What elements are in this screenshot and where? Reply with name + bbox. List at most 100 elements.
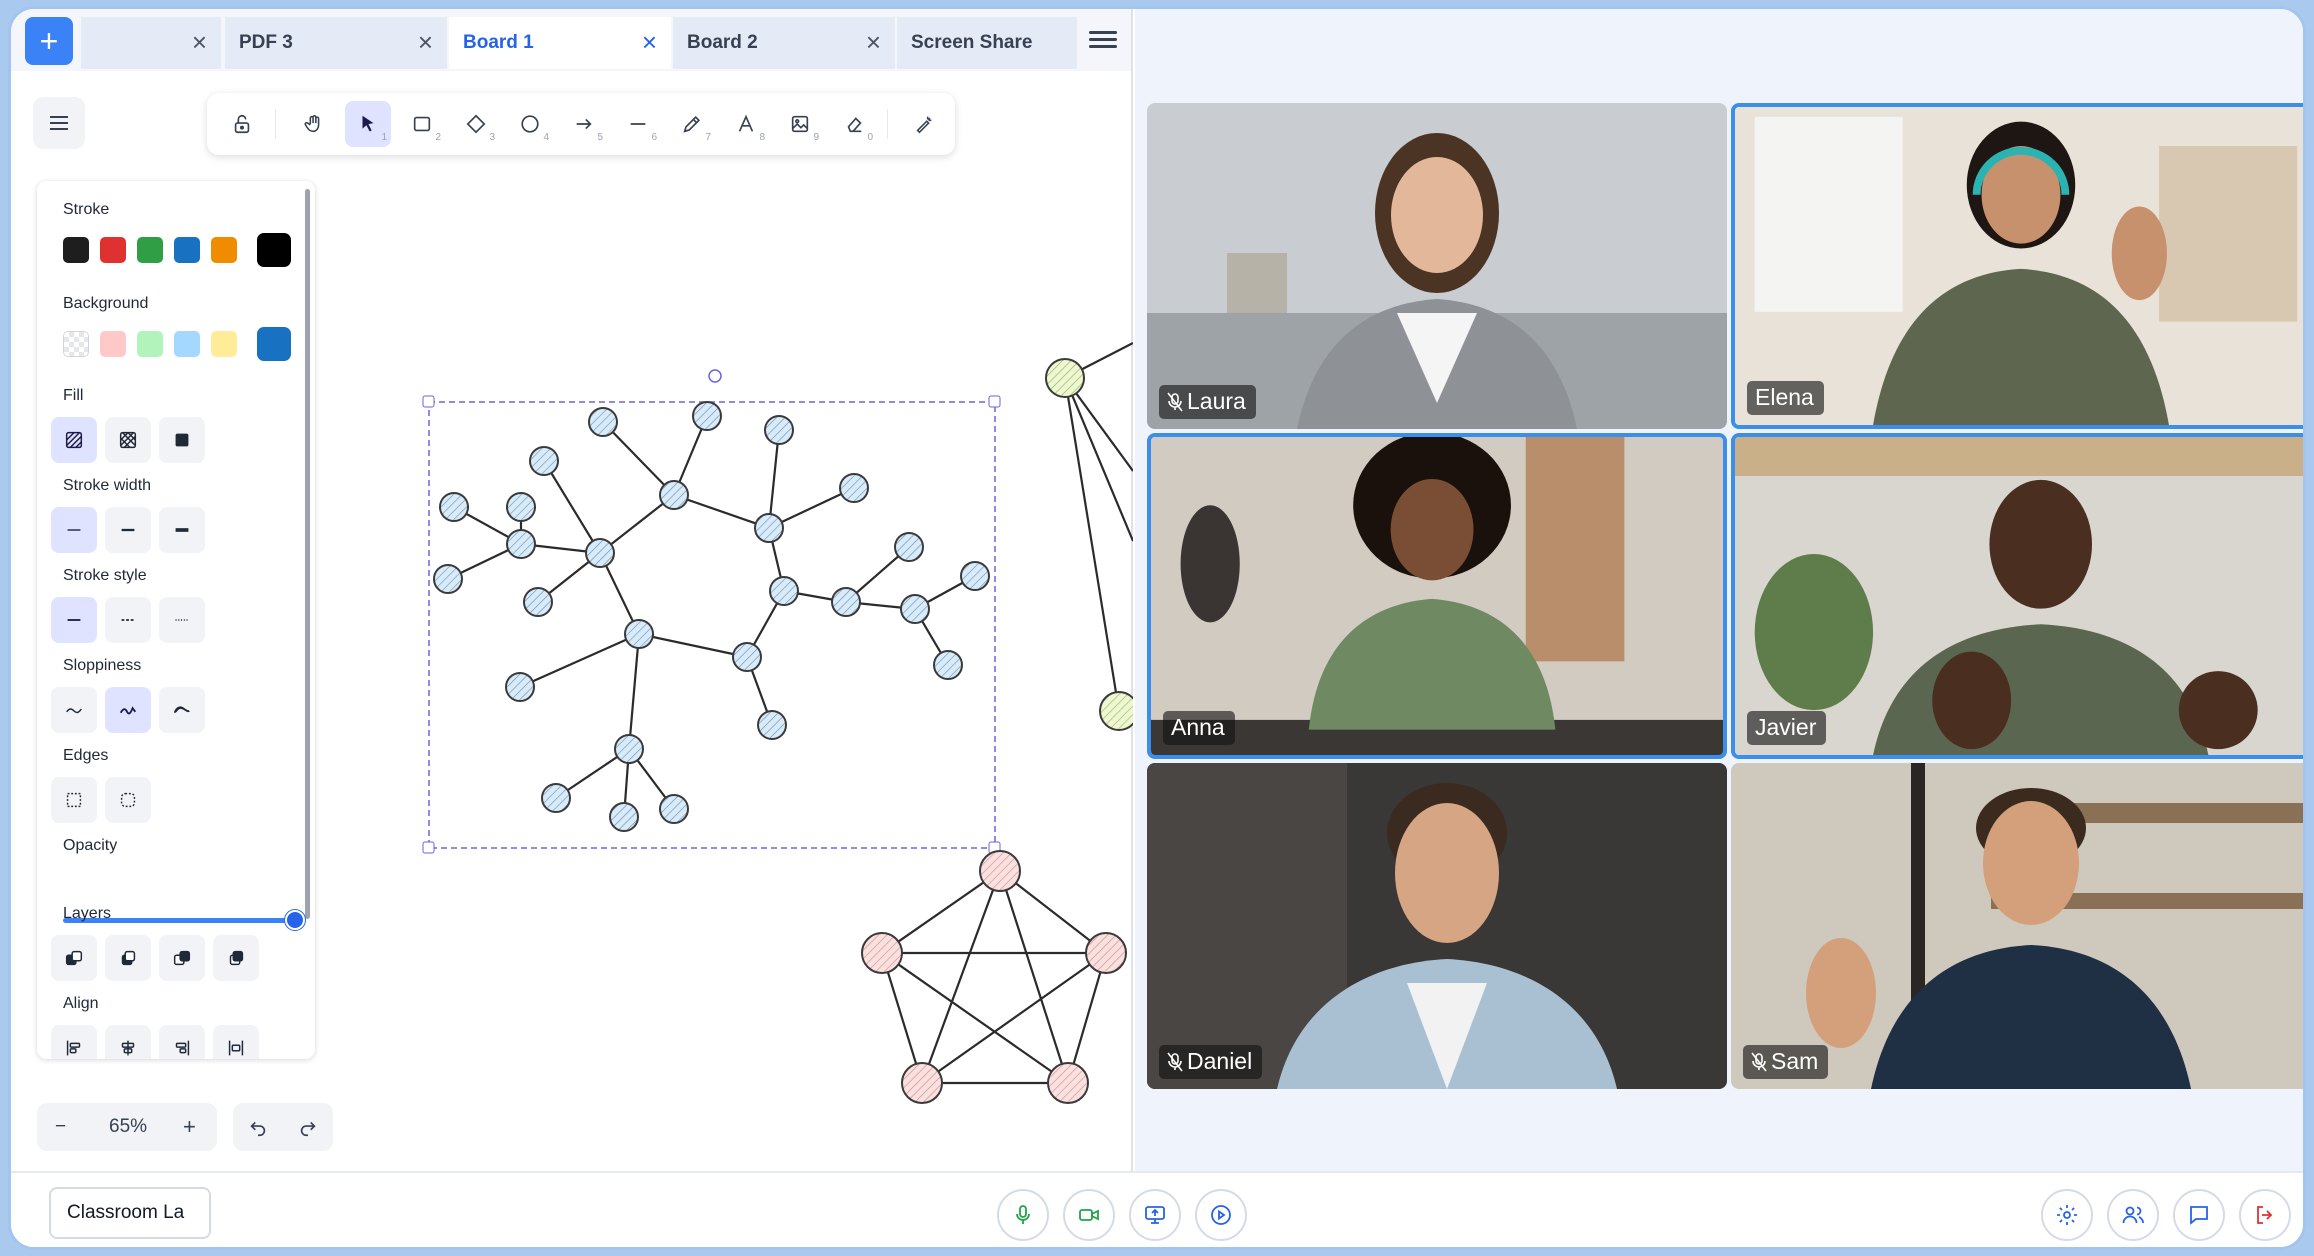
room-name: Classroom La (67, 1202, 185, 1223)
sloppiness-label: Sloppiness (63, 657, 142, 674)
opacity-slider[interactable] (63, 910, 305, 930)
camera-button[interactable] (1063, 1189, 1115, 1241)
video-tile-daniel[interactable]: Daniel (1147, 763, 1727, 1089)
tabs-menu-icon[interactable] (1089, 25, 1117, 53)
tab-screen-share[interactable]: Screen Share (897, 17, 1077, 69)
tab-pdf-3[interactable]: PDF 3 × (225, 17, 447, 69)
screen-share-button[interactable] (1129, 1189, 1181, 1241)
tab-board-1[interactable]: Board 1 × (449, 17, 671, 69)
bring-forward-button[interactable] (159, 935, 205, 981)
background-swatch[interactable] (174, 331, 200, 357)
align-center-button[interactable] (105, 1025, 151, 1059)
close-tab-icon[interactable]: × (417, 27, 433, 57)
send-backward-button[interactable] (105, 935, 151, 981)
bring-to-front-button[interactable] (213, 935, 259, 981)
line-icon[interactable]: 6 (630, 123, 657, 143)
stroke-swatch[interactable] (174, 237, 200, 263)
undo-icon[interactable] (247, 1116, 269, 1138)
selection-box[interactable] (422, 369, 1001, 854)
tab-label: PDF 3 (239, 32, 293, 53)
stroke-style-dotted-button[interactable] (159, 597, 205, 643)
edges-sharp-button[interactable] (51, 777, 97, 823)
close-tab-icon[interactable]: × (865, 27, 881, 57)
call-controls-bar: Classroom La (11, 1171, 2303, 1247)
distribute-horizontal-button[interactable] (213, 1025, 259, 1059)
background-swatch[interactable] (211, 331, 237, 357)
participants-button[interactable] (2107, 1189, 2159, 1241)
chat-button[interactable] (2173, 1189, 2225, 1241)
background-swatch[interactable] (63, 331, 89, 357)
pencil-icon[interactable]: 7 (669, 101, 715, 147)
fill-label: Fill (63, 387, 84, 404)
eraser-icon[interactable]: 0 (831, 101, 877, 147)
background-selected-swatch[interactable] (257, 327, 291, 361)
redo-icon[interactable] (297, 1116, 319, 1138)
microphone-button[interactable] (997, 1189, 1049, 1241)
stroke-swatch[interactable] (137, 237, 163, 263)
fill-hachure-button[interactable] (51, 417, 97, 463)
tab-bar: + × PDF 3 × Board 1 × Board 2 × Screen S… (11, 9, 1133, 71)
tab-untitled[interactable]: × (81, 17, 221, 69)
sloppiness-architect-button[interactable] (51, 687, 97, 733)
settings-button[interactable] (2041, 1189, 2093, 1241)
tab-label: Screen Share (911, 32, 1033, 53)
fill-solid-button[interactable] (159, 417, 205, 463)
sloppiness-artist-button[interactable] (105, 687, 151, 733)
participant-video (1735, 437, 2303, 755)
stroke-selected-swatch[interactable] (257, 233, 291, 267)
whiteboard[interactable]: 1 2 3 4 5 6 7 (11, 71, 1133, 1171)
room-name-field[interactable]: Classroom La (49, 1187, 211, 1239)
pentagon-graph-nodes[interactable] (861, 850, 1127, 1104)
align-left-button[interactable] (51, 1025, 97, 1059)
hand-icon[interactable] (291, 101, 337, 147)
stroke-swatch[interactable] (211, 237, 237, 263)
video-tile-elena[interactable]: Elena (1731, 103, 2303, 429)
leave-call-button[interactable] (2239, 1189, 2291, 1241)
close-tab-icon[interactable]: × (641, 27, 657, 57)
stroke-style-solid-button[interactable] (51, 597, 97, 643)
stroke-swatch[interactable] (63, 237, 89, 263)
rectangle-icon[interactable]: 2 (399, 101, 445, 147)
stroke-width-thin-button[interactable] (51, 507, 97, 553)
participant-name: Javier (1755, 714, 1817, 740)
zoom-in-button[interactable]: + (183, 1114, 196, 1139)
close-tab-icon[interactable]: × (191, 27, 207, 57)
video-tile-anna[interactable]: Anna (1147, 433, 1727, 759)
tab-board-2[interactable]: Board 2 × (673, 17, 895, 69)
participant-nametag: Elena (1747, 381, 1824, 415)
laser-icon[interactable] (901, 101, 947, 147)
diamond-icon[interactable]: 3 (453, 101, 499, 147)
lock-icon[interactable] (219, 101, 265, 147)
pointer-icon[interactable]: 1 (345, 101, 391, 147)
fill-crosshatch-button[interactable] (105, 417, 151, 463)
send-to-back-button[interactable] (51, 935, 97, 981)
video-tile-sam[interactable]: Sam (1731, 763, 2303, 1089)
video-tile-laura[interactable]: Laura (1147, 103, 1727, 429)
participant-nametag: Sam (1743, 1045, 1829, 1079)
zoom-level[interactable]: 65% (109, 1116, 148, 1137)
video-tile-javier[interactable]: Javier (1731, 433, 2303, 759)
edges-label: Edges (63, 747, 109, 764)
text-icon[interactable]: 8 (723, 101, 769, 147)
stroke-width-bold-button[interactable] (105, 507, 151, 553)
stroke-style-dashed-button[interactable] (105, 597, 151, 643)
participant-video (1147, 763, 1727, 1089)
arrow-icon[interactable]: 5 (561, 101, 607, 147)
add-tab-button[interactable]: + (25, 17, 73, 65)
stroke-width-extra-bold-button[interactable] (159, 507, 205, 553)
board-menu-button[interactable] (33, 97, 85, 149)
ellipse-icon[interactable]: 4 (507, 101, 553, 147)
image-icon[interactable]: 9 (777, 101, 823, 147)
background-swatch[interactable] (100, 331, 126, 357)
background-swatch[interactable] (137, 331, 163, 357)
partial-graph-nodes[interactable] (1045, 358, 1133, 731)
record-button[interactable] (1195, 1189, 1247, 1241)
stroke-swatch[interactable] (100, 237, 126, 263)
opacity-slider-handle[interactable] (285, 910, 305, 930)
zoom-out-button[interactable]: − (55, 1116, 67, 1137)
tree-graph-nodes[interactable] (433, 401, 990, 832)
sloppiness-cartoonist-button[interactable] (159, 687, 205, 733)
align-right-button[interactable] (159, 1025, 205, 1059)
panel-scrollbar[interactable] (305, 189, 310, 919)
edges-round-button[interactable] (105, 777, 151, 823)
